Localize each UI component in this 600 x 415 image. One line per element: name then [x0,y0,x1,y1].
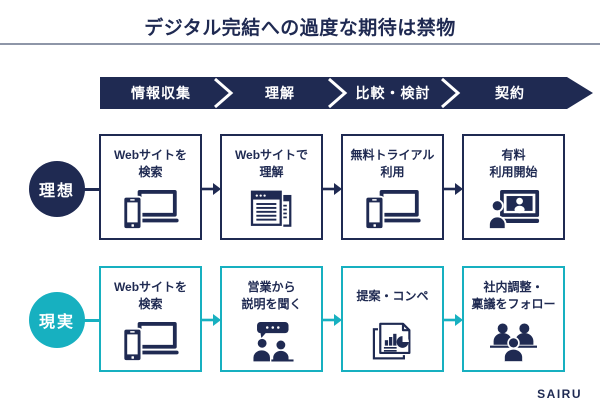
ideal-step-paid-start: 有料 利用開始 [462,134,565,240]
chevron-separator [214,77,234,109]
phone-laptop-icon [101,316,200,370]
ideal-arrow-2 [323,183,342,195]
box-label-line: 社内調整・ [483,280,544,295]
stage-label-understand: 理解 [265,85,295,101]
title-divider [0,43,600,45]
box-label-line: 無料トライアル [350,148,435,163]
box-label-line: 検索 [138,297,163,311]
box-label-line: Webサイトを [113,148,188,163]
reality-step-internal-approval: 社内調整・ 稟議をフォロー [462,266,565,372]
reality-arrow-3 [444,314,463,326]
box-label-line: Webサイトを [113,280,188,295]
box-label-line: Webサイトで [234,148,309,163]
reality-connector-line [83,319,100,322]
box-label-line: 検索 [138,165,163,179]
stage-label-research: 情報収集 [131,85,191,101]
reality-arrow-1 [202,314,221,326]
box-label: 社内調整・ 稟議をフォロー [471,276,555,316]
box-label-line: 利用 [380,165,405,179]
sales-talk-icon [222,316,321,370]
box-label-line: 営業から [247,280,296,295]
box-label: Webサイトを 検索 [114,144,187,184]
team-icon [464,316,563,370]
box-label: 有料 利用開始 [489,144,537,184]
page-title: デジタル完結への過度な期待は禁物 [144,18,456,39]
browser-pages-icon [222,184,321,238]
box-label: 営業から 説明を聞く [241,276,301,316]
box-label-line: 利用開始 [489,165,538,179]
ideal-arrow-1 [202,183,221,195]
chevron-separator [441,77,461,109]
phone-laptop-icon [343,184,442,238]
reality-row-badge: 現実 [29,292,85,348]
reality-step-proposal-compe: 提案・コンペ [341,266,444,372]
box-label-line: 理解 [259,165,284,179]
stage-label-contract: 契約 [494,85,525,101]
video-call-icon [464,184,563,238]
phone-laptop-icon [101,184,200,238]
box-label: 提案・コンペ [356,276,428,316]
ideal-row-badge: 理想 [29,161,85,217]
ideal-step-free-trial: 無料トライアル 利用 [341,134,444,240]
chevron-separator [328,77,348,109]
ideal-step-understand-website: Webサイトで 理解 [220,134,323,240]
box-label-line: 提案・コンペ [356,288,429,303]
journey-stage-arrow: 情報収集 理解 比較・検討 契約 [100,77,593,109]
ideal-connector-line [83,188,100,191]
sairu-logo: SAIRU [537,387,582,401]
proposal-docs-icon [343,316,442,370]
box-label: 無料トライアル 利用 [351,144,435,184]
reality-step-web-search: Webサイトを 検索 [99,266,202,372]
box-label: Webサイトを 検索 [114,276,187,316]
reality-arrow-2 [323,314,342,326]
box-label-line: 説明を聞く [241,297,302,311]
box-label: Webサイトで 理解 [235,144,308,184]
stage-label-compare: 比較・検討 [356,85,431,101]
box-label-line: 有料 [501,148,526,163]
ideal-step-web-search: Webサイトを 検索 [99,134,202,240]
ideal-arrow-3 [444,183,463,195]
reality-step-sales-explanation: 営業から 説明を聞く [220,266,323,372]
box-label-line: 稟議をフォロー [471,297,556,311]
